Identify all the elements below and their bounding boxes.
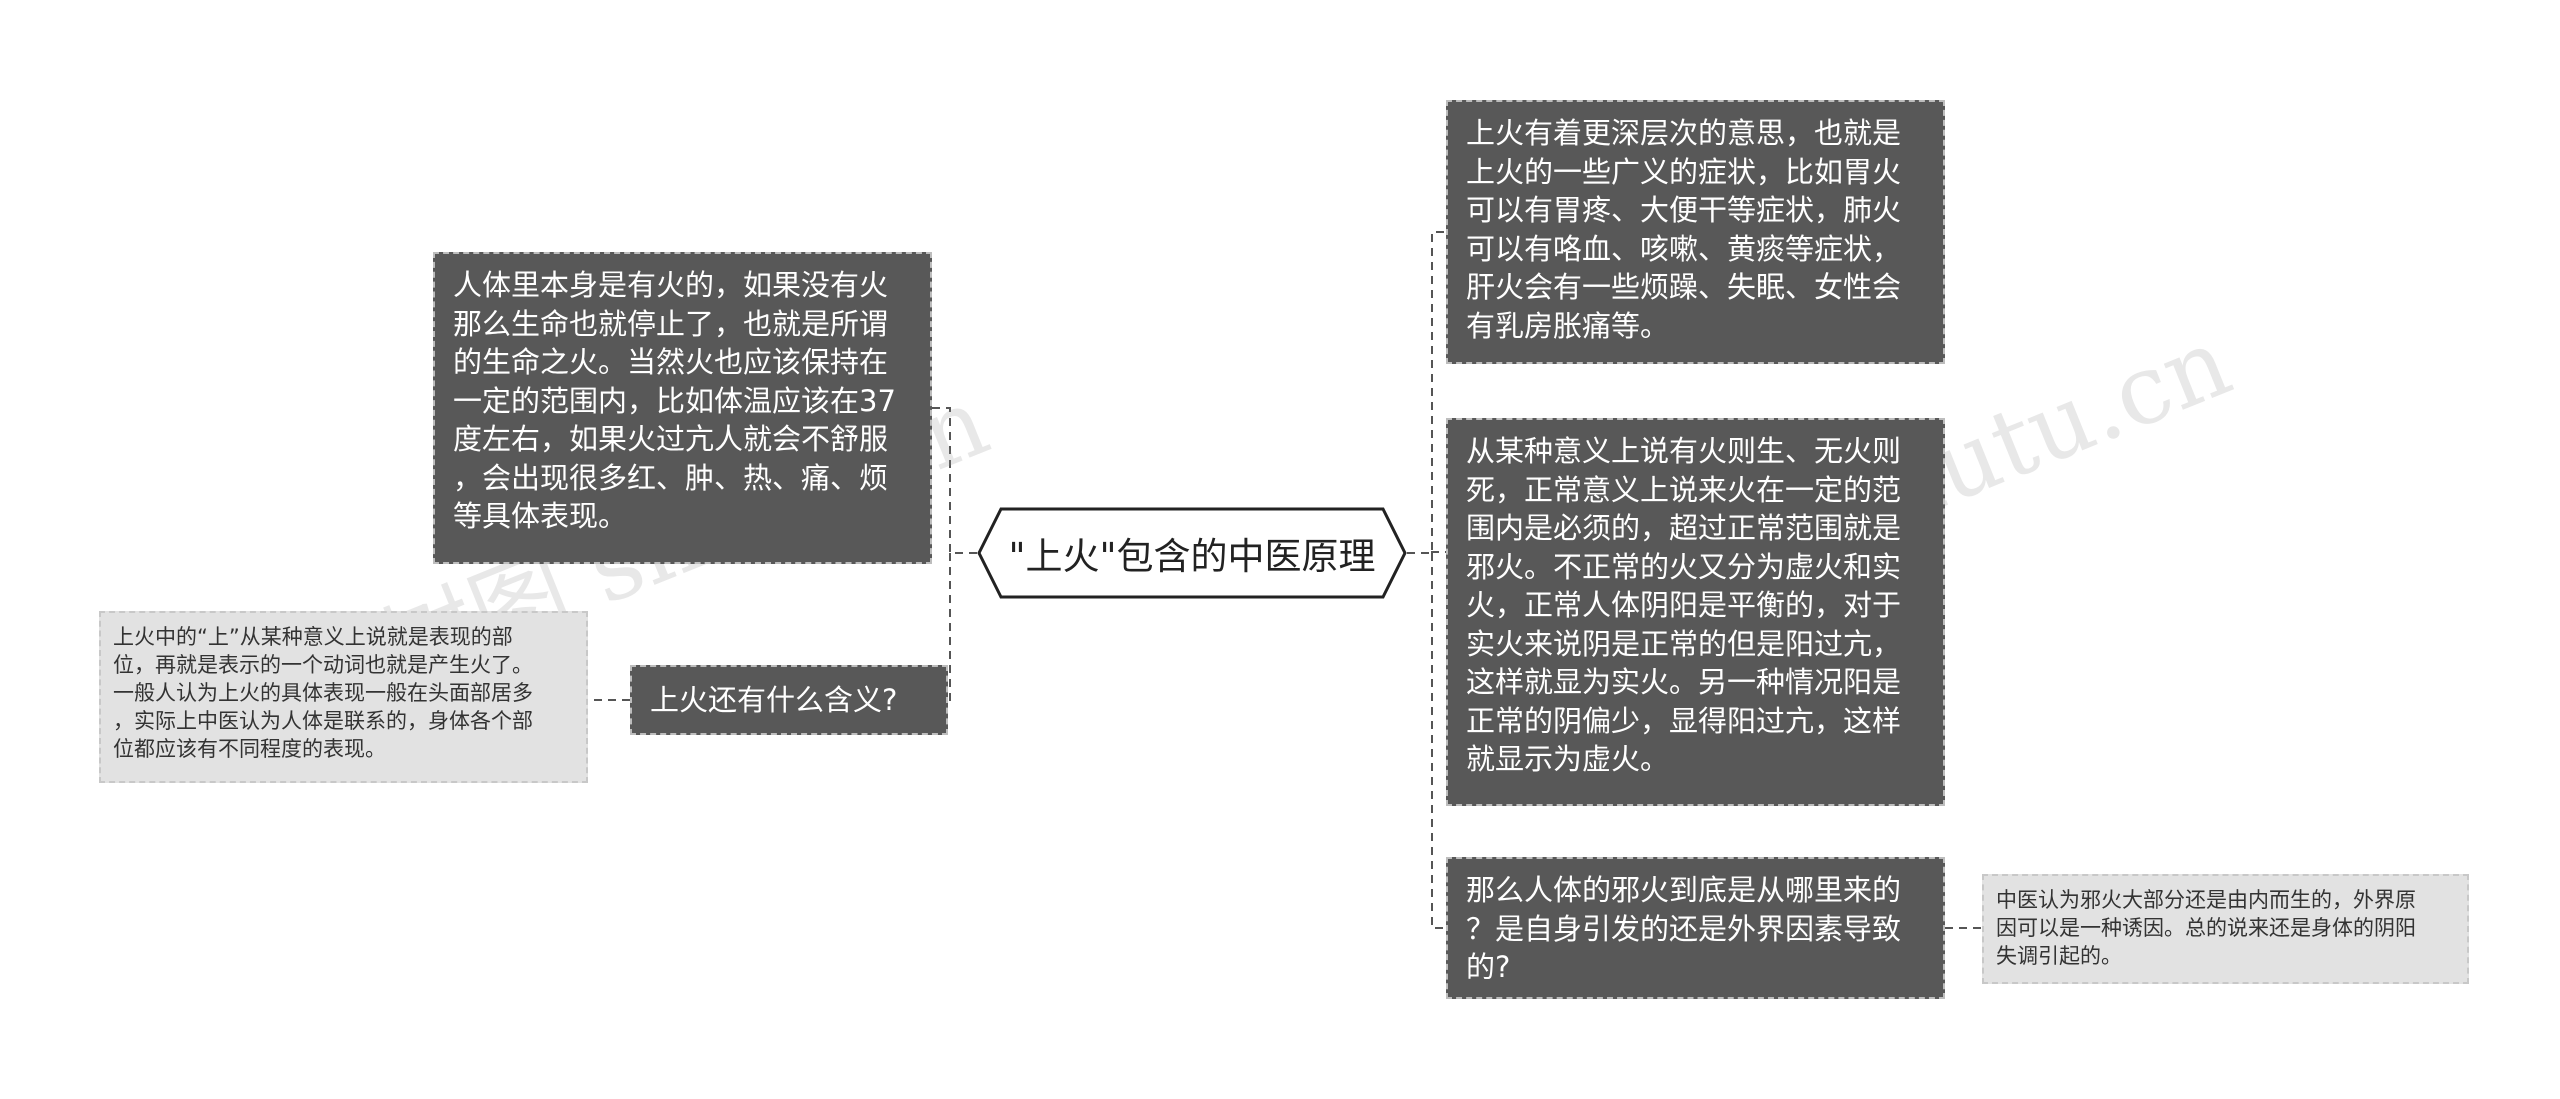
central-topic-label: "上火"包含的中医原理: [1008, 535, 1376, 578]
connector-center-right: [1407, 231, 1446, 929]
right-node-evil-fire[interactable]: 从某种意义上说有火则生、无火则 死，正常意义上说来火在一定的范 围内是必须的，超…: [1446, 418, 1945, 806]
right-node-fire-origin[interactable]: 那么人体的邪火到底是从哪里来的 ？是自身引发的还是外界因素导致 的?: [1446, 857, 1945, 999]
central-topic-shape: [977, 507, 1407, 599]
central-topic[interactable]: "上火"包含的中医原理: [977, 507, 1407, 599]
connector-center-left: [932, 407, 977, 701]
left-node-life-fire[interactable]: 人体里本身是有火的，如果没有火 那么生命也就停止了，也就是所谓 的生命之火。当然…: [433, 252, 932, 564]
right-node-fire-origin-detail[interactable]: 中医认为邪火大部分还是由内而生的，外界原 因可以是一种诱因。总的说来还是身体的阴…: [1982, 874, 2469, 984]
left-node-other-meaning-detail[interactable]: 上火中的“上”从某种意义上说就是表现的部 位，再就是表示的一个动词也就是产生火了…: [99, 611, 588, 783]
right-node-deeper-meaning[interactable]: 上火有着更深层次的意思，也就是 上火的一些广义的症状，比如胃火 可以有胃疼、大便…: [1446, 100, 1945, 364]
left-node-other-meaning[interactable]: 上火还有什么含义?: [630, 665, 948, 735]
